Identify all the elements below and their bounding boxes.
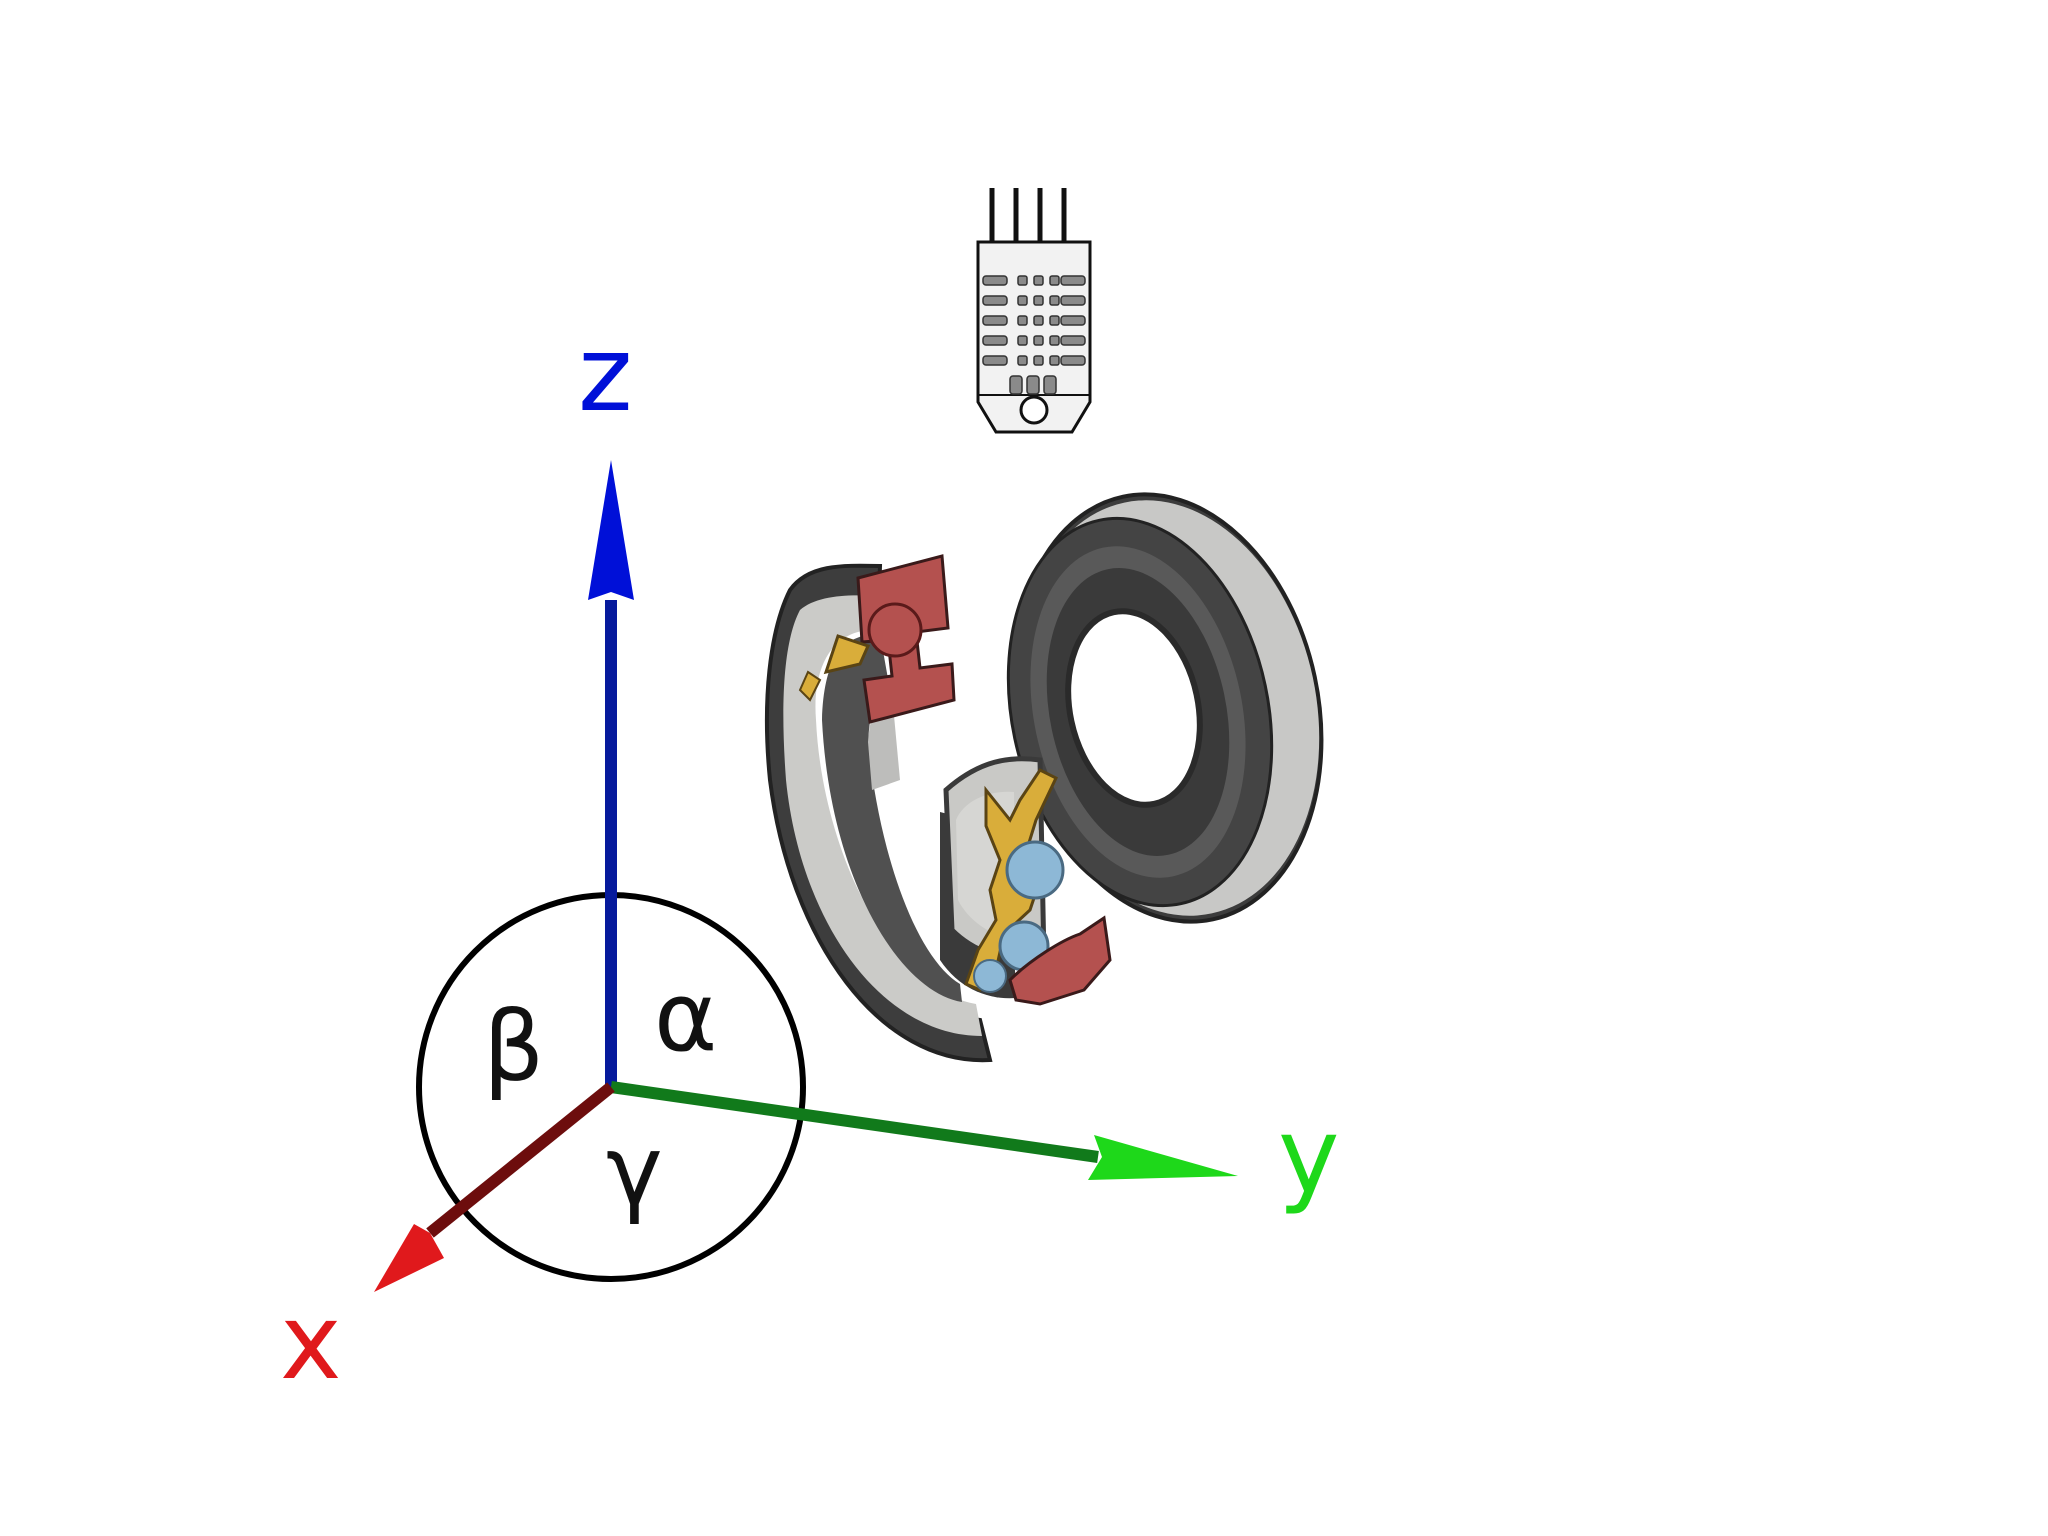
coordinate-axes: z y x α β γ (280, 313, 1340, 1403)
y-axis-shaft (610, 1081, 1099, 1163)
bearing-top-seal (798, 554, 956, 724)
x-axis-label: x (280, 1281, 342, 1403)
y-axis-arrowhead (1088, 1135, 1238, 1180)
angle-beta-label: β (483, 991, 544, 1103)
y-axis-label: y (1278, 1095, 1340, 1217)
angle-gamma-label: γ (606, 1115, 663, 1227)
bearing-balls (973, 840, 1065, 993)
x-axis-shaft (426, 1082, 615, 1238)
sensor-module-icon (976, 188, 1092, 434)
z-axis-arrowhead (588, 460, 634, 600)
ball-bearing-icon (764, 492, 1324, 1063)
bearing-back-ring (1006, 492, 1324, 924)
z-axis-label: z (578, 313, 633, 435)
angle-alpha-label: α (654, 961, 717, 1073)
bearing-bottom-seal (1008, 915, 1112, 1006)
x-axis-arrowhead (374, 1224, 444, 1292)
